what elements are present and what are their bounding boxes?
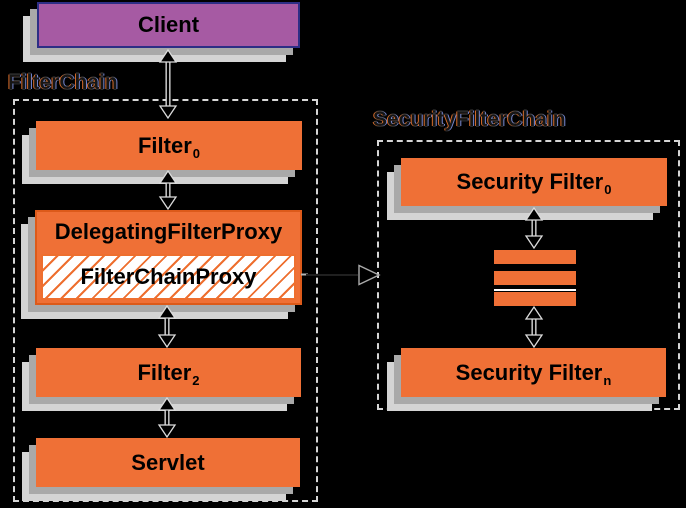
client-label: Client	[137, 12, 200, 37]
filter-chain-proxy-box: FilterChainProxy	[41, 254, 296, 300]
security-filter0-label: Security Filter0	[456, 169, 612, 198]
filter0-subscript: 0	[192, 145, 201, 161]
servlet-label: Servlet	[131, 449, 205, 475]
filter2-subscript: 2	[192, 372, 200, 388]
security-filtern-label-text: Security Filter	[455, 359, 603, 385]
servlet-box: Servlet	[36, 438, 300, 487]
filter0-label-text: Filter	[137, 132, 192, 158]
security-filtern-subscript: n	[603, 372, 612, 388]
filter2-label-text: Filter	[137, 359, 192, 385]
filter-stack-bar	[494, 292, 576, 306]
filter0-label: Filter0	[137, 132, 201, 161]
security-filter0-label-text: Security Filter	[456, 169, 604, 194]
filter-stack-separator	[494, 289, 576, 291]
security-filtern-box: Security Filtern	[401, 348, 666, 397]
client-box: Client	[37, 2, 300, 48]
filter0-box: Filter0	[36, 121, 302, 170]
filter-stack-bar	[494, 271, 576, 285]
filter2-box: Filter2	[36, 348, 301, 397]
delegating-filter-proxy-box: DelegatingFilterProxy FilterChainProxy	[35, 210, 302, 305]
filter-stack-bar	[494, 250, 576, 264]
filter2-label: Filter2	[137, 359, 200, 388]
security-filtern-label: Security Filtern	[455, 359, 612, 388]
filter-chain-proxy-label: FilterChainProxy	[80, 264, 257, 289]
filterchain-label: FilterChain	[8, 71, 118, 94]
delegating-filter-proxy-label: DelegatingFilterProxy	[54, 219, 283, 244]
securityfilterchain-label: SecurityFilterChain	[373, 108, 566, 131]
security-filter0-subscript: 0	[604, 182, 612, 198]
security-filter0-box: Security Filter0	[401, 158, 667, 206]
